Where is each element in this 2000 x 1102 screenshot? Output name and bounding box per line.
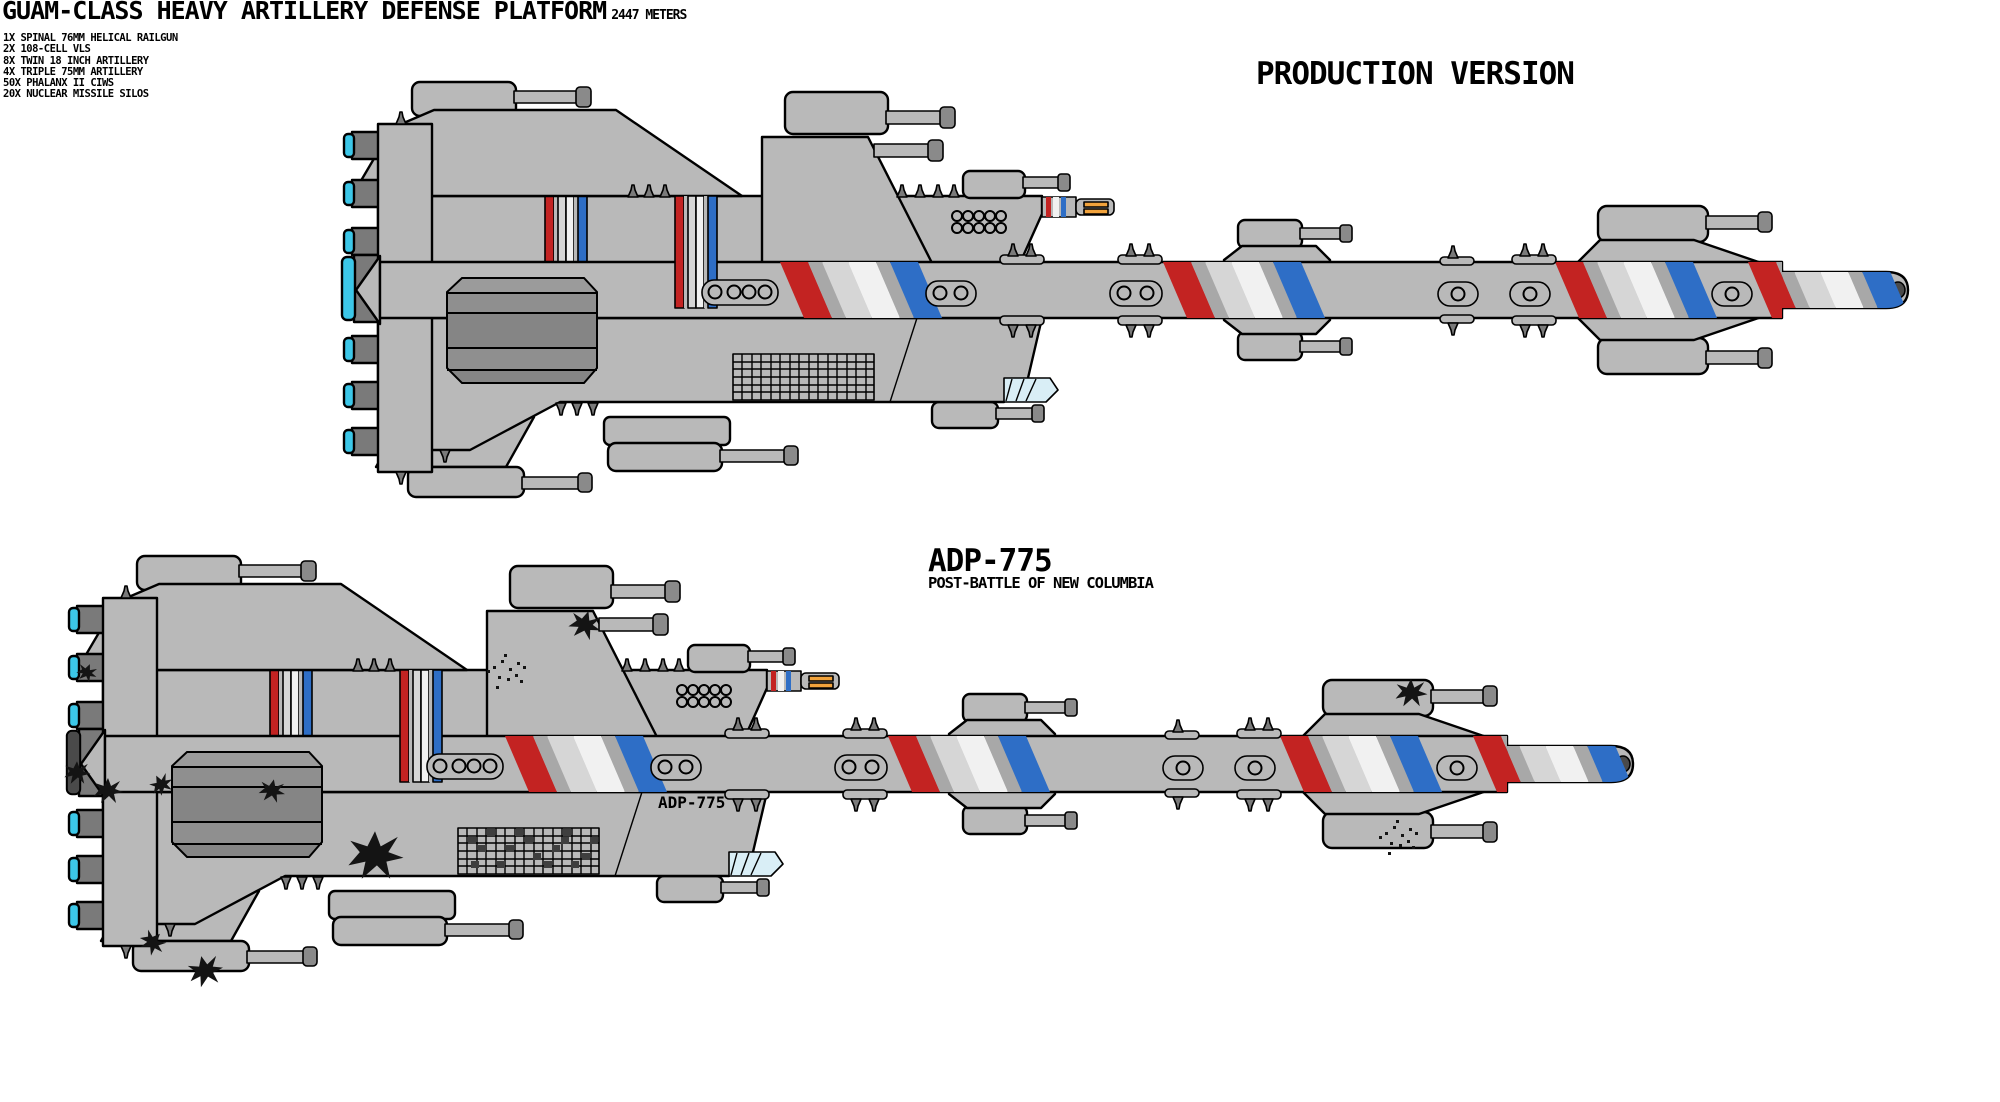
damaged-engine-cap — [66, 730, 81, 795]
length-label: 2447 METERS — [611, 8, 687, 23]
header: GUAM-CLASS HEAVY ARTILLERY DEFENSE PLATF… — [2, 0, 687, 25]
adp775-caption: ADP-775 POST-BATTLE OF NEW COLUMBIA — [928, 543, 1154, 592]
ship-production — [342, 82, 1910, 497]
spec-line: 1X SPINAL 76MM HELICAL RAILGUN — [3, 32, 178, 44]
hull-registration-text: ADP-775 — [658, 793, 725, 812]
spec-line: 4X TRIPLE 75MM ARTILLERY — [3, 65, 143, 78]
spec-line: 8X TWIN 18 INCH ARTILLERY — [3, 54, 149, 67]
spec-line: 50X PHALANX II CIWS — [3, 77, 114, 90]
spec-line: 20X NUCLEAR MISSILE SILOS — [3, 88, 149, 101]
battle-damage-overlay: ADP-775 — [64, 607, 1428, 990]
page-title: GUAM-CLASS HEAVY ARTILLERY DEFENSE PLATF… — [2, 0, 607, 25]
damaged-grid-cells — [468, 829, 598, 868]
adp775-label: ADP-775 — [928, 543, 1053, 579]
spec-line: 2X 108-CELL VLS — [3, 43, 91, 56]
adp775-sublabel: POST-BATTLE OF NEW COLUMBIA — [928, 574, 1154, 592]
spec-list: 1X SPINAL 76MM HELICAL RAILGUN 2X 108-CE… — [3, 32, 178, 101]
ship-adp775 — [67, 556, 1635, 971]
production-version-label: PRODUCTION VERSION — [1256, 56, 1575, 92]
